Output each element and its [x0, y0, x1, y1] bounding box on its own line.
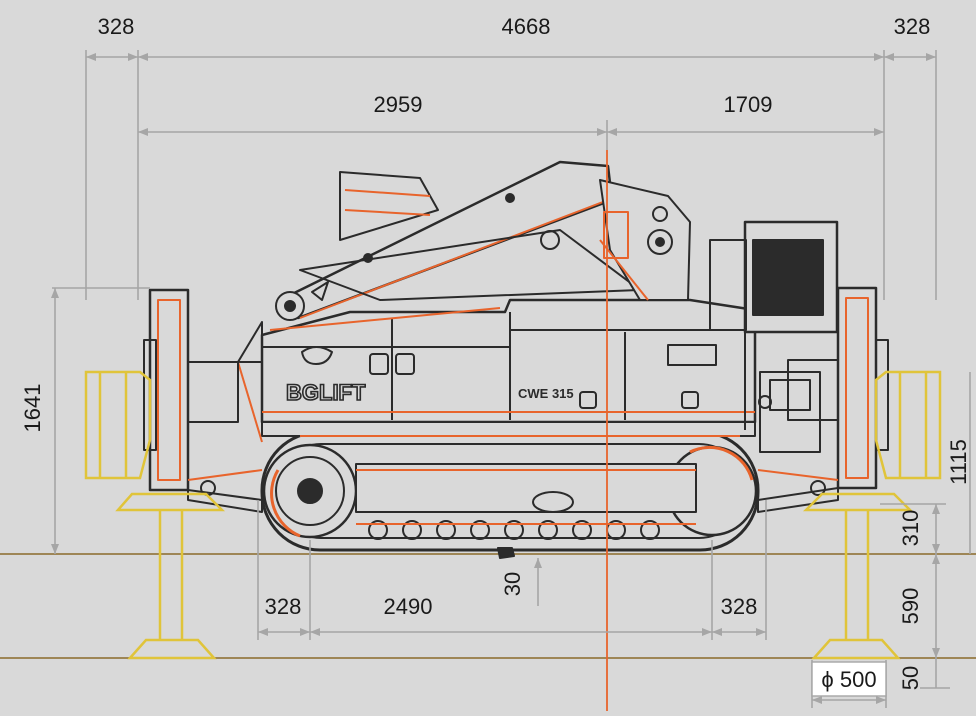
ground-lines	[0, 553, 976, 659]
left-stabilizer-pad	[84, 370, 226, 660]
stabilizer-pads	[84, 370, 942, 660]
dim-undercarriage-clearance: 30	[500, 572, 525, 596]
right-stabilizer-pad	[802, 370, 942, 660]
brand-logo: BGLIFT	[286, 380, 366, 405]
dim-outrigger-right: 328	[894, 14, 931, 39]
machine-branding: BGLIFT CWE 315	[285, 379, 574, 406]
crawler-track	[260, 430, 760, 559]
dimension-labels: 328 4668 328 2959 1709 1641 1115 310 590…	[20, 14, 971, 692]
right-outrigger	[757, 286, 889, 513]
dim-total-height: 1641	[20, 384, 45, 433]
left-outrigger	[143, 288, 263, 513]
pad-diameter-box	[811, 661, 887, 697]
dim-front-section: 2959	[374, 92, 423, 117]
dim-stabilizer-travel: 590	[898, 588, 923, 625]
dim-rear-section: 1709	[724, 92, 773, 117]
dim-pad-thickness: 50	[898, 666, 923, 690]
dim-pad-diameter: ϕ 500	[821, 667, 876, 692]
dimension-arrowheads	[51, 53, 940, 704]
dim-track-offset-right: 328	[721, 594, 758, 619]
dim-outrigger-left: 328	[98, 14, 135, 39]
dim-track-offset-left: 328	[265, 594, 302, 619]
dim-track-ground-clearance: 310	[898, 510, 923, 547]
model-label: CWE 315	[518, 386, 574, 401]
dim-right-height: 1115	[946, 439, 971, 485]
boom-arm	[237, 160, 691, 443]
rear-engine-box	[709, 220, 839, 453]
machine-illustration	[143, 160, 889, 559]
chassis-body	[260, 298, 757, 437]
dim-overall-width: 4668	[502, 14, 551, 39]
dim-track-length: 2490	[384, 594, 433, 619]
